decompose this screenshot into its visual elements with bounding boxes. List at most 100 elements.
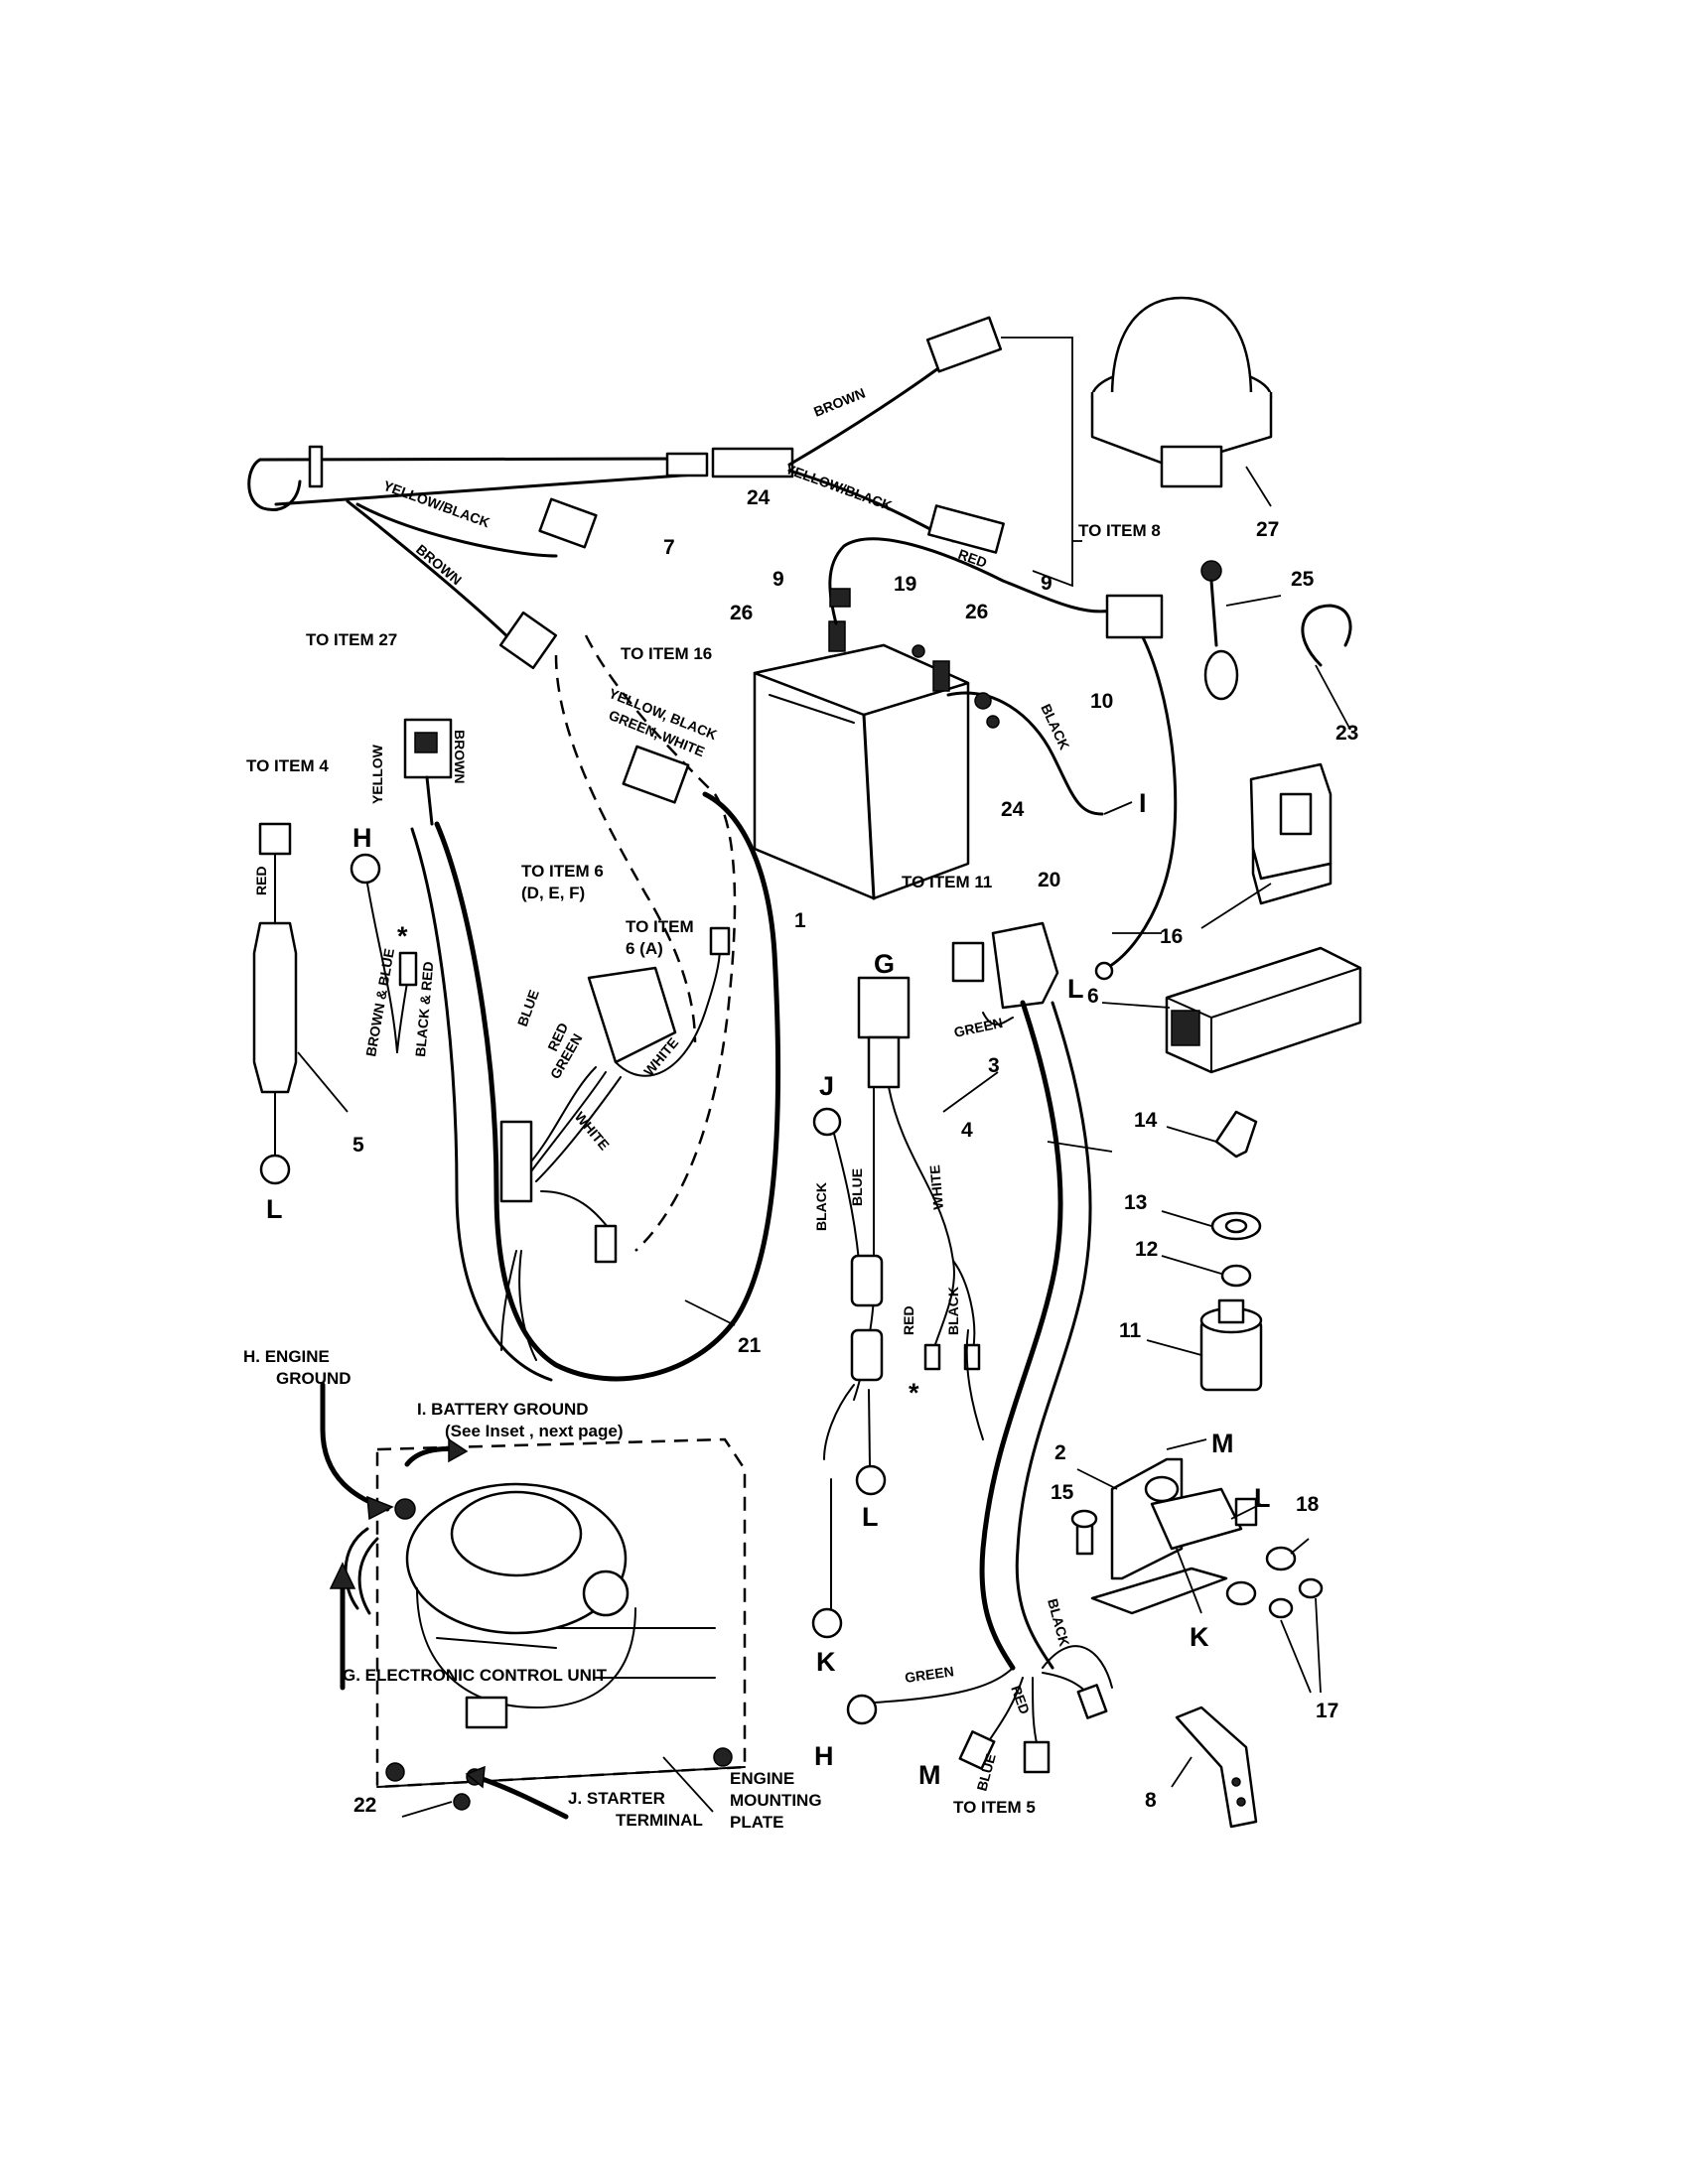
engine-ground-label-line2: GROUND — [276, 1369, 351, 1388]
ref-to-item-5: TO ITEM 5 — [953, 1798, 1036, 1817]
wire-label-black-j: BLACK — [813, 1182, 829, 1231]
wire-label-brown-connector: BROWN — [452, 730, 468, 783]
wire-label-brown-7: BROWN — [413, 541, 465, 588]
callout-4: 4 — [961, 1119, 973, 1142]
letter-j: J — [819, 1071, 834, 1101]
wire-label-black-4: BLACK — [1045, 1597, 1072, 1648]
wire-label-blue-j: BLUE — [849, 1168, 865, 1206]
callout-numbers: 1 2 3 4 5 6 7 8 9 9 10 11 12 13 14 15 16… — [352, 486, 1358, 1817]
harness-4 — [846, 921, 1162, 1774]
callout-7: 7 — [663, 536, 675, 559]
letter-m-bottom: M — [918, 1760, 941, 1790]
callout-14: 14 — [1134, 1109, 1158, 1132]
callout-6: 6 — [1087, 985, 1099, 1008]
engine-mounting-plate-label-line2: MOUNTING — [730, 1791, 822, 1810]
battery — [753, 620, 970, 900]
callout-22: 22 — [353, 1794, 376, 1817]
wire-label-red-3: RED — [901, 1305, 916, 1335]
engine-inset — [320, 1382, 747, 1820]
wire-label-black-3: BLACK — [945, 1287, 961, 1335]
callout-9-connector: 9 — [1041, 572, 1052, 595]
wire-label-brown-blue: BROWN & BLUE — [362, 947, 397, 1058]
ref-to-item-6-a-line1: TO ITEM — [626, 917, 694, 936]
callout-21: 21 — [738, 1334, 762, 1357]
battery-ground-label-line2: (See Inset , next page) — [445, 1422, 624, 1440]
callout-8: 8 — [1145, 1789, 1157, 1812]
ref-to-item-6-def-line2: (D, E, F) — [521, 884, 585, 902]
letter-l-battery: L — [1067, 974, 1084, 1004]
connector-6 — [1101, 946, 1362, 1074]
wire-label-yellow-connector: YELLOW — [369, 744, 385, 804]
callout-1: 1 — [794, 909, 806, 932]
callout-23: 23 — [1335, 722, 1358, 745]
starter-terminal-label-line1: J. STARTER — [568, 1789, 665, 1808]
positive-cable-9 — [828, 537, 1178, 981]
bracket-8 — [1171, 1706, 1258, 1829]
battery-ground-label-line1: I. BATTERY GROUND — [417, 1400, 589, 1419]
ignition-key-14 — [1166, 1110, 1258, 1159]
starter-terminal-label-line2: TERMINAL — [616, 1811, 703, 1830]
wire-color-labels: BROWN YELLOW/BLACK RED YELLOW/BLACK BROW… — [253, 385, 1072, 1793]
wire-label-brown-top: BROWN — [811, 385, 867, 420]
ref-to-item-8: TO ITEM 8 — [1078, 521, 1161, 540]
ref-to-item-6-a-line2: 6 (A) — [626, 939, 663, 958]
harness-3 — [811, 976, 999, 1639]
ref-to-item-16: TO ITEM 16 — [621, 644, 712, 663]
wire-label-red-5: RED — [253, 866, 269, 895]
ref-to-item-4: TO ITEM 4 — [246, 756, 329, 775]
connection-letters: G H L L I J L K H M M L K * * — [266, 788, 1271, 1790]
star-mid: * — [909, 1378, 919, 1408]
callout-25: 25 — [1291, 568, 1315, 591]
letter-i-battery: I — [1139, 788, 1147, 818]
callout-26-left: 26 — [730, 602, 753, 624]
ref-to-item-11: TO ITEM 11 — [902, 873, 992, 891]
callout-2: 2 — [1054, 1441, 1066, 1464]
callout-16: 16 — [1160, 925, 1183, 948]
ignition-switch-11 — [1146, 1298, 1263, 1392]
ecu-label: G. ELECTRONIC CONTROL UNIT — [343, 1666, 608, 1685]
harness-21 — [403, 634, 781, 1382]
callout-15: 15 — [1051, 1481, 1074, 1504]
letter-h-left: H — [352, 823, 372, 853]
callout-11: 11 — [1119, 1319, 1142, 1342]
reference-labels: TO ITEM 8 TO ITEM 27 TO ITEM 16 TO ITEM … — [246, 521, 1161, 1817]
solenoid-27 — [1090, 296, 1273, 507]
fuse-holder-5 — [252, 822, 349, 1185]
letter-l-mid: L — [862, 1502, 879, 1532]
letter-m-switch: M — [1211, 1429, 1234, 1458]
callout-9-cable: 9 — [772, 568, 784, 591]
callout-3: 3 — [988, 1054, 1000, 1077]
harness-7 — [247, 316, 1082, 670]
callout-12: 12 — [1135, 1238, 1158, 1261]
clip-23 — [1301, 604, 1352, 731]
ground-wire-h — [350, 853, 418, 1053]
letter-k-bottom: K — [816, 1647, 836, 1677]
washer-12 — [1161, 1255, 1252, 1288]
engine-mounting-plate-label-line1: ENGINE — [730, 1769, 794, 1788]
letter-k-switch: K — [1190, 1622, 1209, 1652]
wire-label-blue-21: BLUE — [514, 988, 542, 1028]
ground-cable-20 — [912, 644, 1133, 816]
callout-27: 27 — [1256, 518, 1279, 541]
star-left: * — [397, 921, 408, 951]
wire-label-red-4: RED — [1008, 1684, 1033, 1716]
callout-5: 5 — [352, 1134, 364, 1157]
engine-labels: H. ENGINE GROUND I. BATTERY GROUND (See … — [243, 1347, 822, 1832]
ref-to-item-27: TO ITEM 27 — [306, 630, 397, 649]
nut-13 — [1161, 1210, 1262, 1241]
bracket-2 — [1070, 1438, 1262, 1615]
wire-label-yellow-black-top: YELLOW/BLACK — [783, 461, 894, 514]
callout-26-right: 26 — [965, 601, 988, 623]
relay-16 — [1200, 762, 1333, 929]
wire-label-green-4-bottom: GREEN — [904, 1663, 955, 1686]
callout-20: 20 — [1038, 869, 1060, 891]
ref-to-item-6-def-line1: TO ITEM 6 — [521, 862, 604, 881]
letter-l-switch: L — [1254, 1483, 1271, 1513]
callout-18: 18 — [1296, 1493, 1320, 1516]
callout-13: 13 — [1124, 1191, 1147, 1214]
engine-ground-label-line1: H. ENGINE — [243, 1347, 330, 1366]
callout-24-top: 24 — [747, 486, 771, 509]
wire-label-green-4-top: GREEN — [952, 1015, 1004, 1040]
wire-label-white-3: WHITE — [926, 1164, 946, 1210]
